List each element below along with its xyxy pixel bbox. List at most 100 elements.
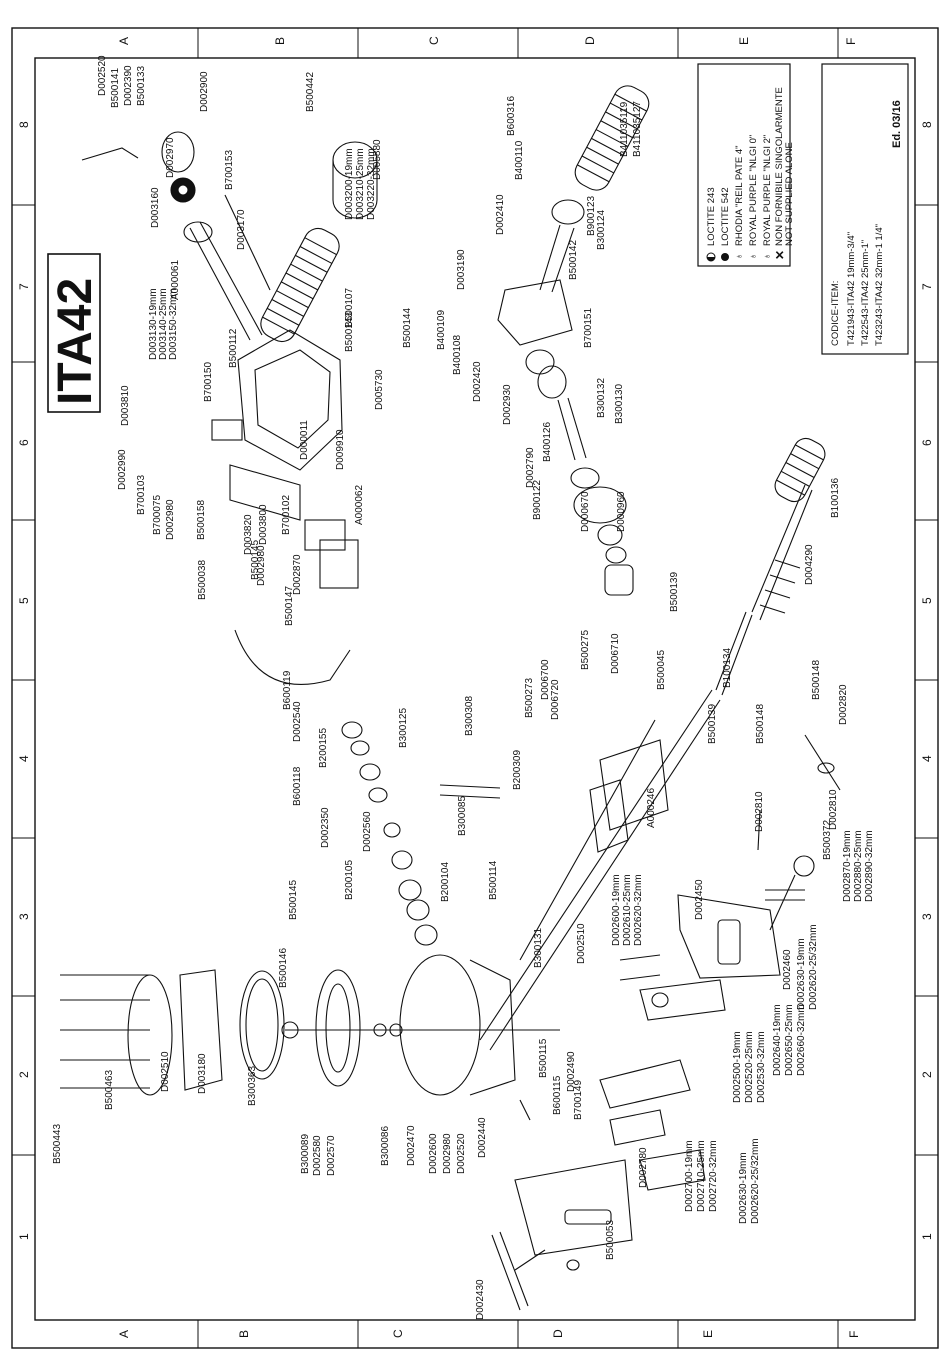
code-box-header: CODICE-ITEM: (830, 281, 841, 346)
code-line-2: T422543-ITA42 25mm-1" (860, 240, 871, 346)
zone-ticks (12, 28, 938, 1348)
part-label: B500372 (822, 820, 833, 860)
part-label: D002390 (123, 65, 134, 106)
part-label: D000960 (616, 491, 627, 532)
zone-row-2-right: 2 (920, 1071, 934, 1078)
code-box (821, 63, 909, 355)
part-label: D003200-19mm (344, 148, 355, 220)
part-label: B500442 (305, 72, 316, 112)
part-label: D002710-25mm (696, 1140, 707, 1212)
part-label: D002430 (475, 1279, 486, 1320)
zone-col-e-bottom: E (701, 1330, 715, 1338)
part-label: A000062 (354, 485, 365, 525)
part-label: D005730 (374, 369, 385, 410)
part-label: B500145 (288, 880, 299, 920)
part-label: D003180 (197, 1053, 208, 1094)
part-label: B200309 (512, 750, 523, 790)
part-label: D003170 (236, 209, 247, 250)
part-label: D002470 (406, 1125, 417, 1166)
part-label: D002570 (326, 1135, 337, 1176)
part-label: D003160 (150, 187, 161, 228)
part-label: D000670 (580, 491, 591, 532)
part-label: D002350 (320, 807, 331, 848)
part-label: D002560 (362, 811, 373, 852)
part-label: B500158 (196, 500, 207, 540)
drawing-title: ITA42 (49, 278, 102, 405)
part-label: D002510 (160, 1051, 171, 1092)
inner-frame (34, 57, 916, 1321)
part-label: D002930 (502, 384, 513, 425)
upper-handle-grip (260, 227, 340, 343)
svg-text:✕: ✕ (773, 250, 787, 260)
part-label: B600119 (282, 670, 293, 710)
part-label: D003190 (456, 249, 467, 290)
zone-row-5-right: 5 (920, 597, 934, 604)
part-label: B300125 (398, 708, 409, 748)
part-label: B700150 (203, 362, 214, 402)
part-label: B100134 (722, 648, 733, 688)
code-line-3: T423243-ITA42 32mm-1 1/4" (874, 224, 885, 346)
line-art (60, 85, 841, 1311)
part-label: D002870 (292, 554, 303, 595)
zone-col-c-top: C (427, 36, 441, 45)
zone-row-4-left: 4 (17, 755, 31, 762)
part-label: B500146 (278, 948, 289, 988)
title-box (47, 253, 101, 413)
zone-col-d-top: D (583, 36, 597, 45)
part-label: D002890-32mm (864, 830, 875, 902)
zone-row-5-left: 5 (17, 597, 31, 604)
part-label: D002600 (428, 1133, 439, 1174)
part-label: D002440 (477, 1117, 488, 1158)
part-label: B400109 (436, 310, 447, 350)
part-label: D003140-25mm (158, 288, 169, 360)
part-label: D002620-25/32mm (808, 924, 819, 1010)
legend-item-1: LOCTITE 243 (706, 187, 717, 246)
part-label: D003130-19mm (148, 288, 159, 360)
part-label: B500147 (284, 586, 295, 626)
outer-frame (11, 27, 939, 1349)
part-label: D002980 (442, 1133, 453, 1174)
part-label: B500143 (344, 312, 355, 352)
part-label: B411035119 (619, 101, 630, 157)
part-label: B300308 (464, 696, 475, 736)
part-label: D002660-32mm (796, 1004, 807, 1076)
part-label: D004290 (804, 544, 815, 585)
part-label: D002720-32mm (708, 1140, 719, 1212)
zone-col-f-bottom: F (847, 1331, 861, 1338)
part-label: D002630-19mm (796, 938, 807, 1010)
part-label: D003210-25mm (355, 148, 366, 220)
zone-row-6-left: 6 (17, 439, 31, 446)
part-label: D003800 (258, 504, 269, 545)
svg-text:♁: ♁ (762, 253, 773, 260)
part-label: D006720 (550, 679, 561, 720)
part-label: D003220-32mm (366, 148, 377, 220)
part-label: B700151 (583, 308, 594, 348)
part-label: D002410 (495, 194, 506, 235)
zone-row-7-right: 7 (920, 283, 934, 290)
svg-text:♁: ♁ (734, 253, 745, 260)
svg-text:♁: ♁ (748, 253, 759, 260)
part-label: B300086 (380, 1126, 391, 1166)
part-label: D002980 (165, 499, 176, 540)
part-label: B400110 (514, 140, 525, 180)
part-label: D002540 (292, 701, 303, 742)
part-label: D002630-19mm (738, 1152, 749, 1224)
part-label: D002520 (97, 55, 108, 96)
part-label: D002990 (117, 449, 128, 490)
part-label: D002870-19mm (842, 830, 853, 902)
zone-row-1-left: 1 (17, 1233, 31, 1240)
part-label: B500148 (755, 704, 766, 744)
part-label: B900122 (532, 480, 543, 520)
part-label: D002640-19mm (772, 1004, 783, 1076)
legend-item-5: ROYAL PURPLE "NLGI 2" (762, 135, 773, 246)
part-label: D002530-32mm (756, 1031, 767, 1103)
part-label: B500115 (538, 1038, 549, 1078)
part-label: B500144 (402, 308, 413, 348)
part-label: B400126 (542, 422, 553, 462)
part-label: B411035127 (632, 101, 643, 157)
part-label: B500443 (52, 1124, 63, 1164)
zone-row-4-right: 4 (920, 755, 934, 762)
zone-row-3-right: 3 (920, 913, 934, 920)
